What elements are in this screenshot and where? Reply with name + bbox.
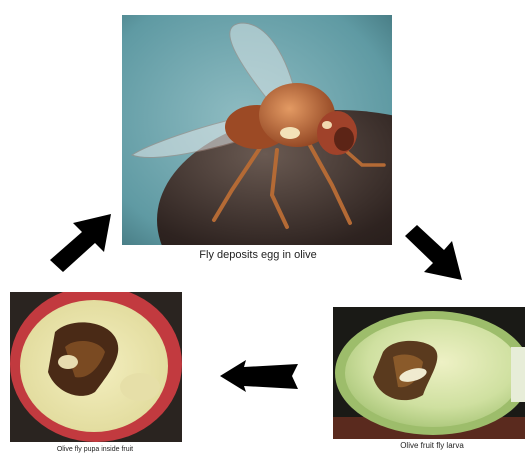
- pupa-photo: [10, 292, 182, 442]
- caption-pupa: Olive fly pupa inside fruit: [20, 446, 170, 453]
- fly-photo: [122, 15, 392, 245]
- larva-photo: [333, 307, 525, 439]
- arrow-left-icon: [218, 358, 300, 394]
- arrow-down-right-icon: [400, 222, 470, 286]
- caption-fly: Fly deposits egg in olive: [160, 249, 356, 261]
- caption-larva: Olive fruit fly larva: [372, 441, 492, 450]
- arrow-up-right-icon: [45, 210, 115, 276]
